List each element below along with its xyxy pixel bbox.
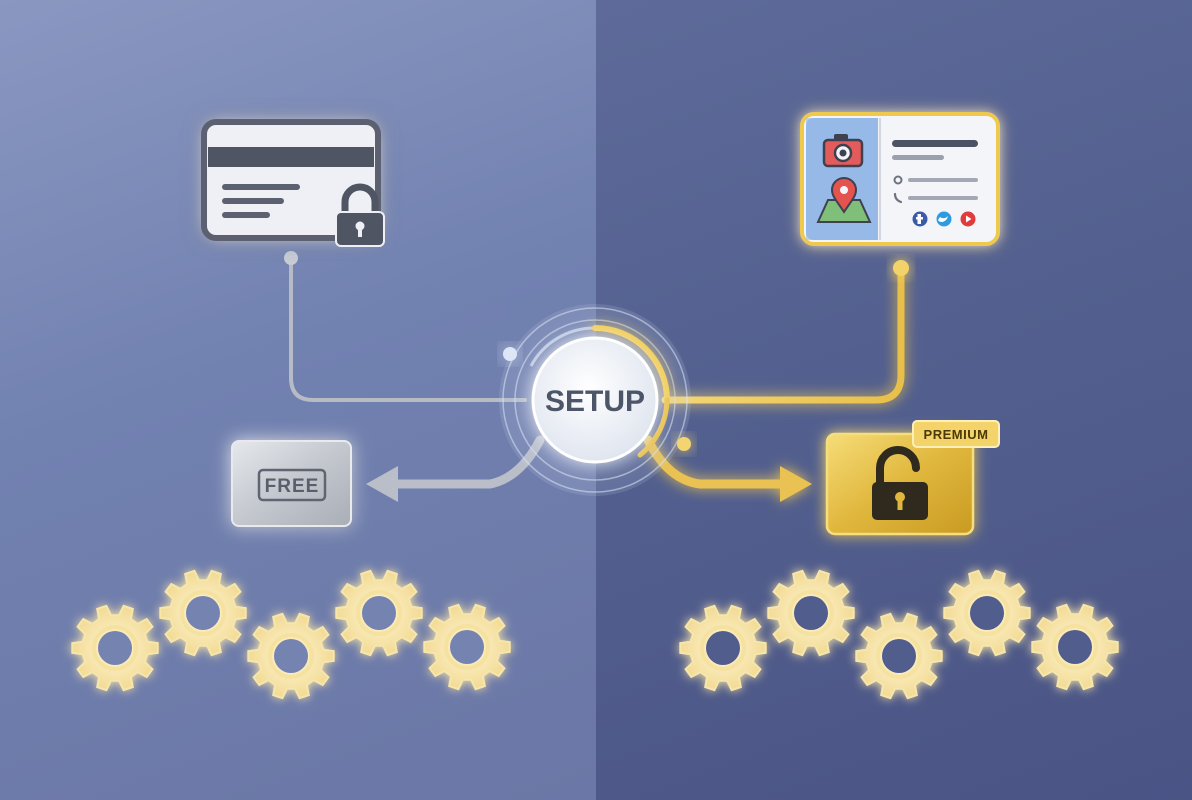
gear-icon xyxy=(71,604,159,692)
gear-icon xyxy=(855,612,943,700)
connector-node-locked-card xyxy=(284,251,298,265)
gear-icon xyxy=(423,603,511,691)
premium-label: PREMIUM xyxy=(924,427,989,442)
location-dot-icon xyxy=(893,175,903,185)
connector-locked-card-to-hub xyxy=(289,256,527,402)
premium-label-tag: PREMIUM xyxy=(912,420,1000,448)
connector-hub-to-free xyxy=(383,435,545,489)
premium-tier-badge[interactable]: PREMIUM xyxy=(825,420,1000,536)
free-tier-badge[interactable]: FREE xyxy=(231,440,352,527)
free-label: FREE xyxy=(265,476,320,497)
connector-node-profile-card xyxy=(893,260,909,276)
gear-icon xyxy=(767,569,855,657)
gear-row xyxy=(71,569,1119,700)
connector-hub-to-premium xyxy=(643,435,787,489)
map-pin-icon xyxy=(816,177,872,223)
business-profile-card-icon xyxy=(800,112,1000,246)
arrow-head-premium xyxy=(780,466,812,502)
credit-card-lock-icon xyxy=(201,119,385,247)
gear-icon xyxy=(247,612,335,700)
arrow-head-free xyxy=(366,466,398,502)
connector-hub-to-profile-card xyxy=(661,264,905,404)
gear-icon xyxy=(943,569,1031,657)
gear-icon xyxy=(679,604,767,692)
gear-icon xyxy=(1031,603,1119,691)
padlock-open-icon xyxy=(872,446,928,520)
setup-hub[interactable]: SETUP xyxy=(499,304,691,496)
gear-icon xyxy=(335,569,423,657)
phone-icon xyxy=(893,192,903,204)
camera-icon xyxy=(822,134,864,168)
setup-label: SETUP xyxy=(545,385,645,418)
padlock-closed-icon xyxy=(335,183,385,247)
gear-icon xyxy=(159,569,247,657)
